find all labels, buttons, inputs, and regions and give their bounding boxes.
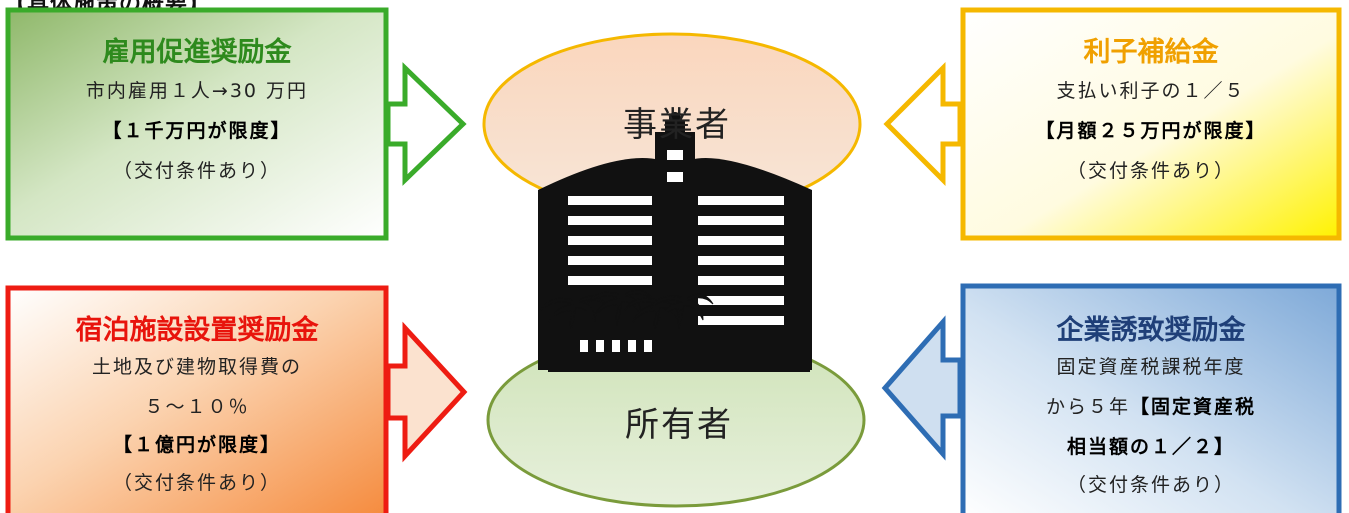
attraction-incentive-conditions: （交付条件あり） bbox=[1066, 474, 1235, 496]
hotel-building-icon bbox=[532, 112, 812, 372]
interest-subsidy-title: 利子補給金 bbox=[1083, 37, 1219, 68]
operator-label: 事業者 bbox=[623, 105, 731, 145]
employment-incentive-content: 雇用促進奨励金 市内雇用１人→30 万円 【１千万円が限度】 （交付条件あり） bbox=[8, 10, 386, 238]
employment-arrow-icon bbox=[385, 62, 467, 186]
attraction-incentive-content: 企業誘致奨励金 固定資産税課税年度 から５年【固定資産税 相当額の１／２】 （交… bbox=[963, 286, 1339, 513]
lodging-incentive-title: 宿泊施設設置奨励金 bbox=[75, 315, 319, 346]
attraction-incentive-title: 企業誘致奨励金 bbox=[1056, 315, 1246, 346]
attraction-arrow-icon bbox=[881, 315, 963, 461]
lodging-incentive-conditions: （交付条件あり） bbox=[112, 472, 281, 494]
interest-subsidy-line1: 支払い利子の１／５ bbox=[1056, 80, 1246, 102]
interest-subsidy-conditions: （交付条件あり） bbox=[1066, 160, 1235, 182]
attraction-incentive-line2: から５年【固定資産税 bbox=[963, 392, 1339, 419]
employment-incentive-limit: 【１千万円が限度】 bbox=[102, 120, 292, 142]
interest-subsidy-limit: 【月額２５万円が限度】 bbox=[1035, 120, 1267, 142]
interest-subsidy-box bbox=[960, 7, 1342, 241]
attraction-incentive-line1: 固定資産税課税年度 bbox=[1056, 356, 1246, 378]
lodging-incentive-content: 宿泊施設設置奨励金 土地及び建物取得費の ５～１０％ 【１億円が限度】 （交付条… bbox=[8, 288, 386, 513]
palm-tree-icon bbox=[540, 289, 714, 361]
interest-arrow-icon bbox=[883, 61, 963, 187]
attraction-incentive-limit-end: 相当額の１／２】 bbox=[1066, 436, 1235, 458]
lodging-incentive-line1: 土地及び建物取得費の bbox=[91, 356, 302, 378]
interest-subsidy-content: 利子補給金 支払い利子の１／５ 【月額２５万円が限度】 （交付条件あり） bbox=[963, 10, 1339, 238]
lodging-incentive-rate: ５～１０％ bbox=[144, 396, 250, 418]
lodging-incentive-limit: 【１億円が限度】 bbox=[112, 434, 281, 456]
attraction-incentive-period: から５年 bbox=[1045, 396, 1130, 418]
employment-incentive-title: 雇用促進奨励金 bbox=[102, 37, 292, 68]
lodging-incentive-box bbox=[5, 285, 389, 513]
employment-incentive-line1: 市内雇用１人→30 万円 bbox=[85, 80, 309, 102]
attraction-incentive-limit-start: 【固定資産税 bbox=[1130, 396, 1257, 418]
employment-incentive-conditions: （交付条件あり） bbox=[112, 160, 281, 182]
owner-label: 所有者 bbox=[625, 405, 733, 445]
attraction-incentive-box bbox=[960, 283, 1342, 513]
lodging-arrow-icon bbox=[385, 321, 468, 463]
